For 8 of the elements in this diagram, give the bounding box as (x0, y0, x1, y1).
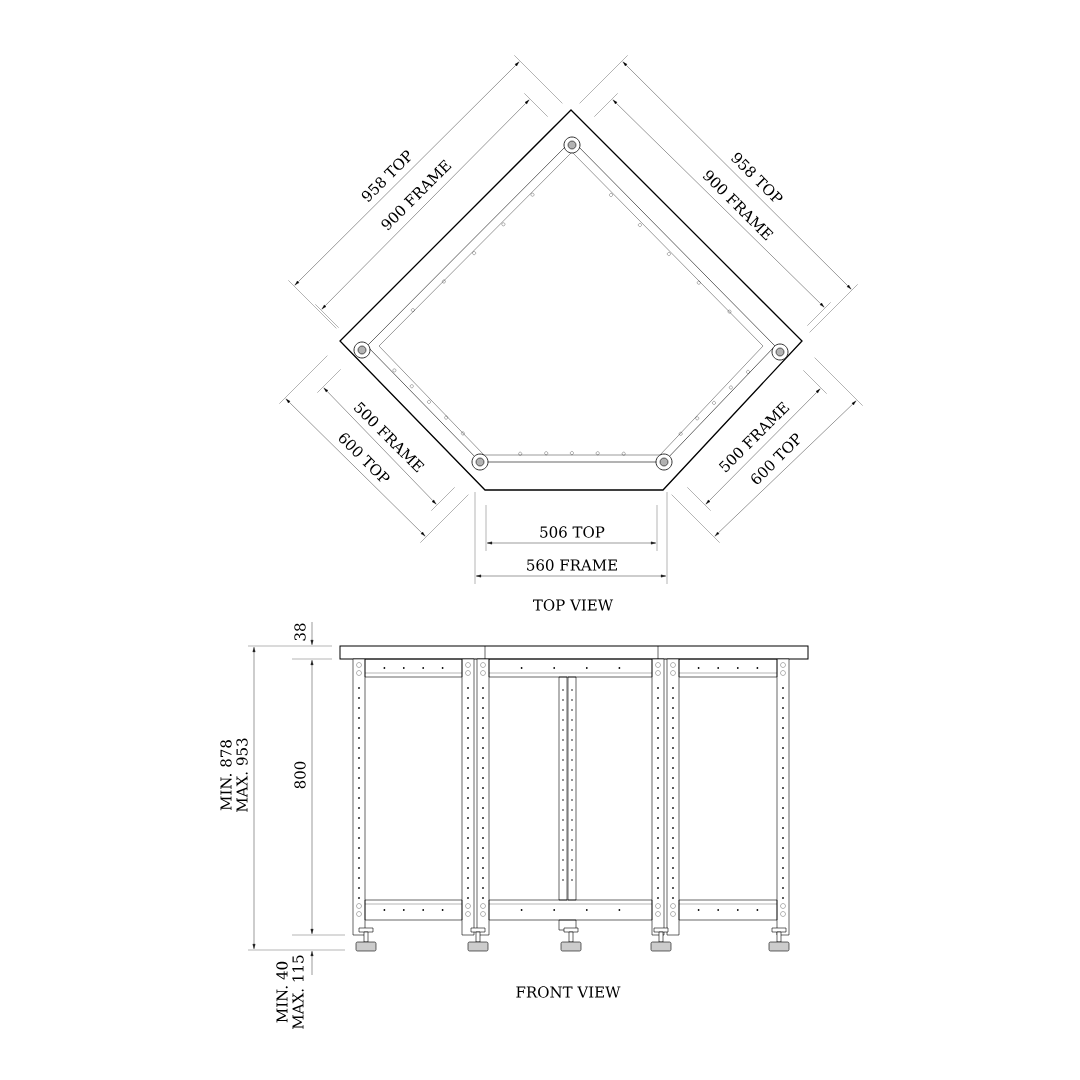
view-title: FRONT VIEW (516, 986, 621, 998)
dimension-label: 506 TOP (540, 526, 605, 538)
view-title: TOP VIEW (533, 599, 614, 611)
dimension-label: 560 FRAME (527, 559, 617, 571)
dimension-label: MIN. 878 MAX. 953 (220, 738, 248, 812)
dimension-label: 38 (294, 623, 306, 641)
dimension-label: 800 (294, 761, 306, 789)
dimension-label: MIN. 40 MAX. 115 (276, 955, 304, 1029)
